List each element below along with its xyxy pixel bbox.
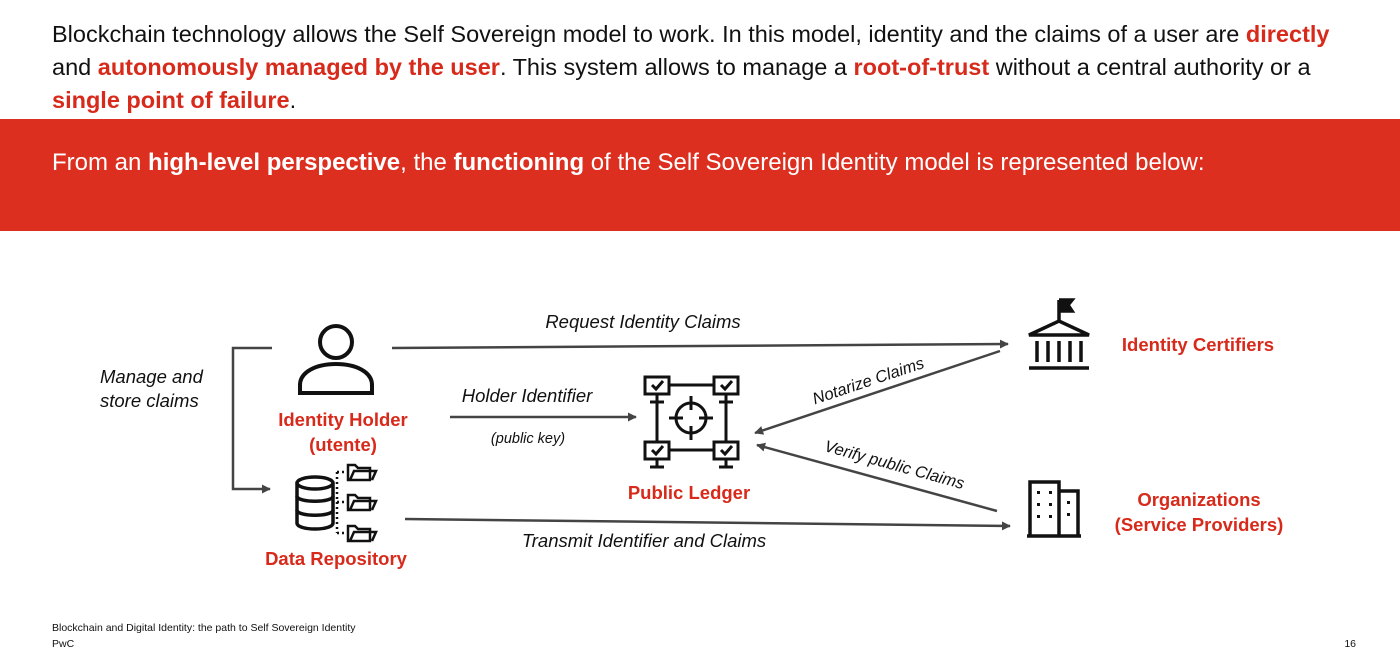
database-icon <box>295 475 335 531</box>
public-key-label: (public key) <box>491 431 565 447</box>
transmit-claims-arrow <box>404 517 1011 531</box>
footer-title: Blockchain and Digital Identity: the pat… <box>52 622 356 634</box>
intro-text-2: and <box>52 54 98 80</box>
intro-highlight-root-of-trust: root-of-trust <box>853 54 990 80</box>
intro-highlight-single-point: single point of failure <box>52 87 290 113</box>
intro-paragraph: Blockchain technology allows the Self So… <box>52 18 1362 117</box>
banner-text-1: From an <box>52 149 149 176</box>
holder-identifier-label: Holder Identifier <box>462 385 593 406</box>
organizations-label: Organizations <box>1137 489 1260 510</box>
flow-arrows <box>391 339 1011 531</box>
verify-claims-label: Verify public Claims <box>822 437 966 493</box>
institution-icon <box>1028 298 1090 370</box>
page-number: 16 <box>1344 638 1356 650</box>
manage-bracket <box>231 346 272 494</box>
intro-text-1: Blockchain technology allows the Self So… <box>52 21 1246 47</box>
blockchain-network-icon <box>643 375 740 469</box>
intro-highlight-directly: directly <box>1245 21 1330 47</box>
manage-label-line2: store claims <box>100 390 199 411</box>
footer-company: PwC <box>52 638 75 650</box>
building-windows <box>1037 491 1070 518</box>
organizations-sublabel: (Service Providers) <box>1115 514 1284 535</box>
person-icon <box>298 324 374 395</box>
verify-claims-arrow <box>756 442 998 513</box>
banner-bold-perspective: high-level perspective <box>148 149 401 176</box>
banner-bold-functioning: functioning <box>453 149 585 176</box>
request-claims-arrow <box>391 339 1009 350</box>
identity-certifiers-label: Identity Certifiers <box>1122 334 1274 355</box>
intro-text-4: without a central authority or a <box>989 54 1311 80</box>
public-ledger-label: Public Ledger <box>628 482 750 503</box>
building-icon <box>1027 480 1081 538</box>
intro-text-3: . This system allows to manage a <box>499 54 854 80</box>
request-claims-label: Request Identity Claims <box>545 311 740 332</box>
intro-text-5: . <box>289 87 297 113</box>
folder-icons <box>335 463 378 543</box>
identity-holder-sublabel: (utente) <box>309 434 377 455</box>
perspective-text: From an high-level perspective, the func… <box>52 149 1205 177</box>
intro-highlight-autonomously: autonomously managed by the user <box>97 54 500 80</box>
identity-holder-label: Identity Holder <box>278 409 408 430</box>
perspective-banner: From an high-level perspective, the func… <box>0 119 1400 231</box>
transmit-claims-label: Transmit Identifier and Claims <box>522 530 766 551</box>
manage-label-line1: Manage and <box>100 366 204 387</box>
banner-text-3: of the Self Sovereign Identity model is … <box>584 149 1205 176</box>
data-repository-label: Data Repository <box>265 548 408 569</box>
notarize-claims-arrow <box>754 349 1001 435</box>
banner-text-2: , the <box>400 149 454 176</box>
